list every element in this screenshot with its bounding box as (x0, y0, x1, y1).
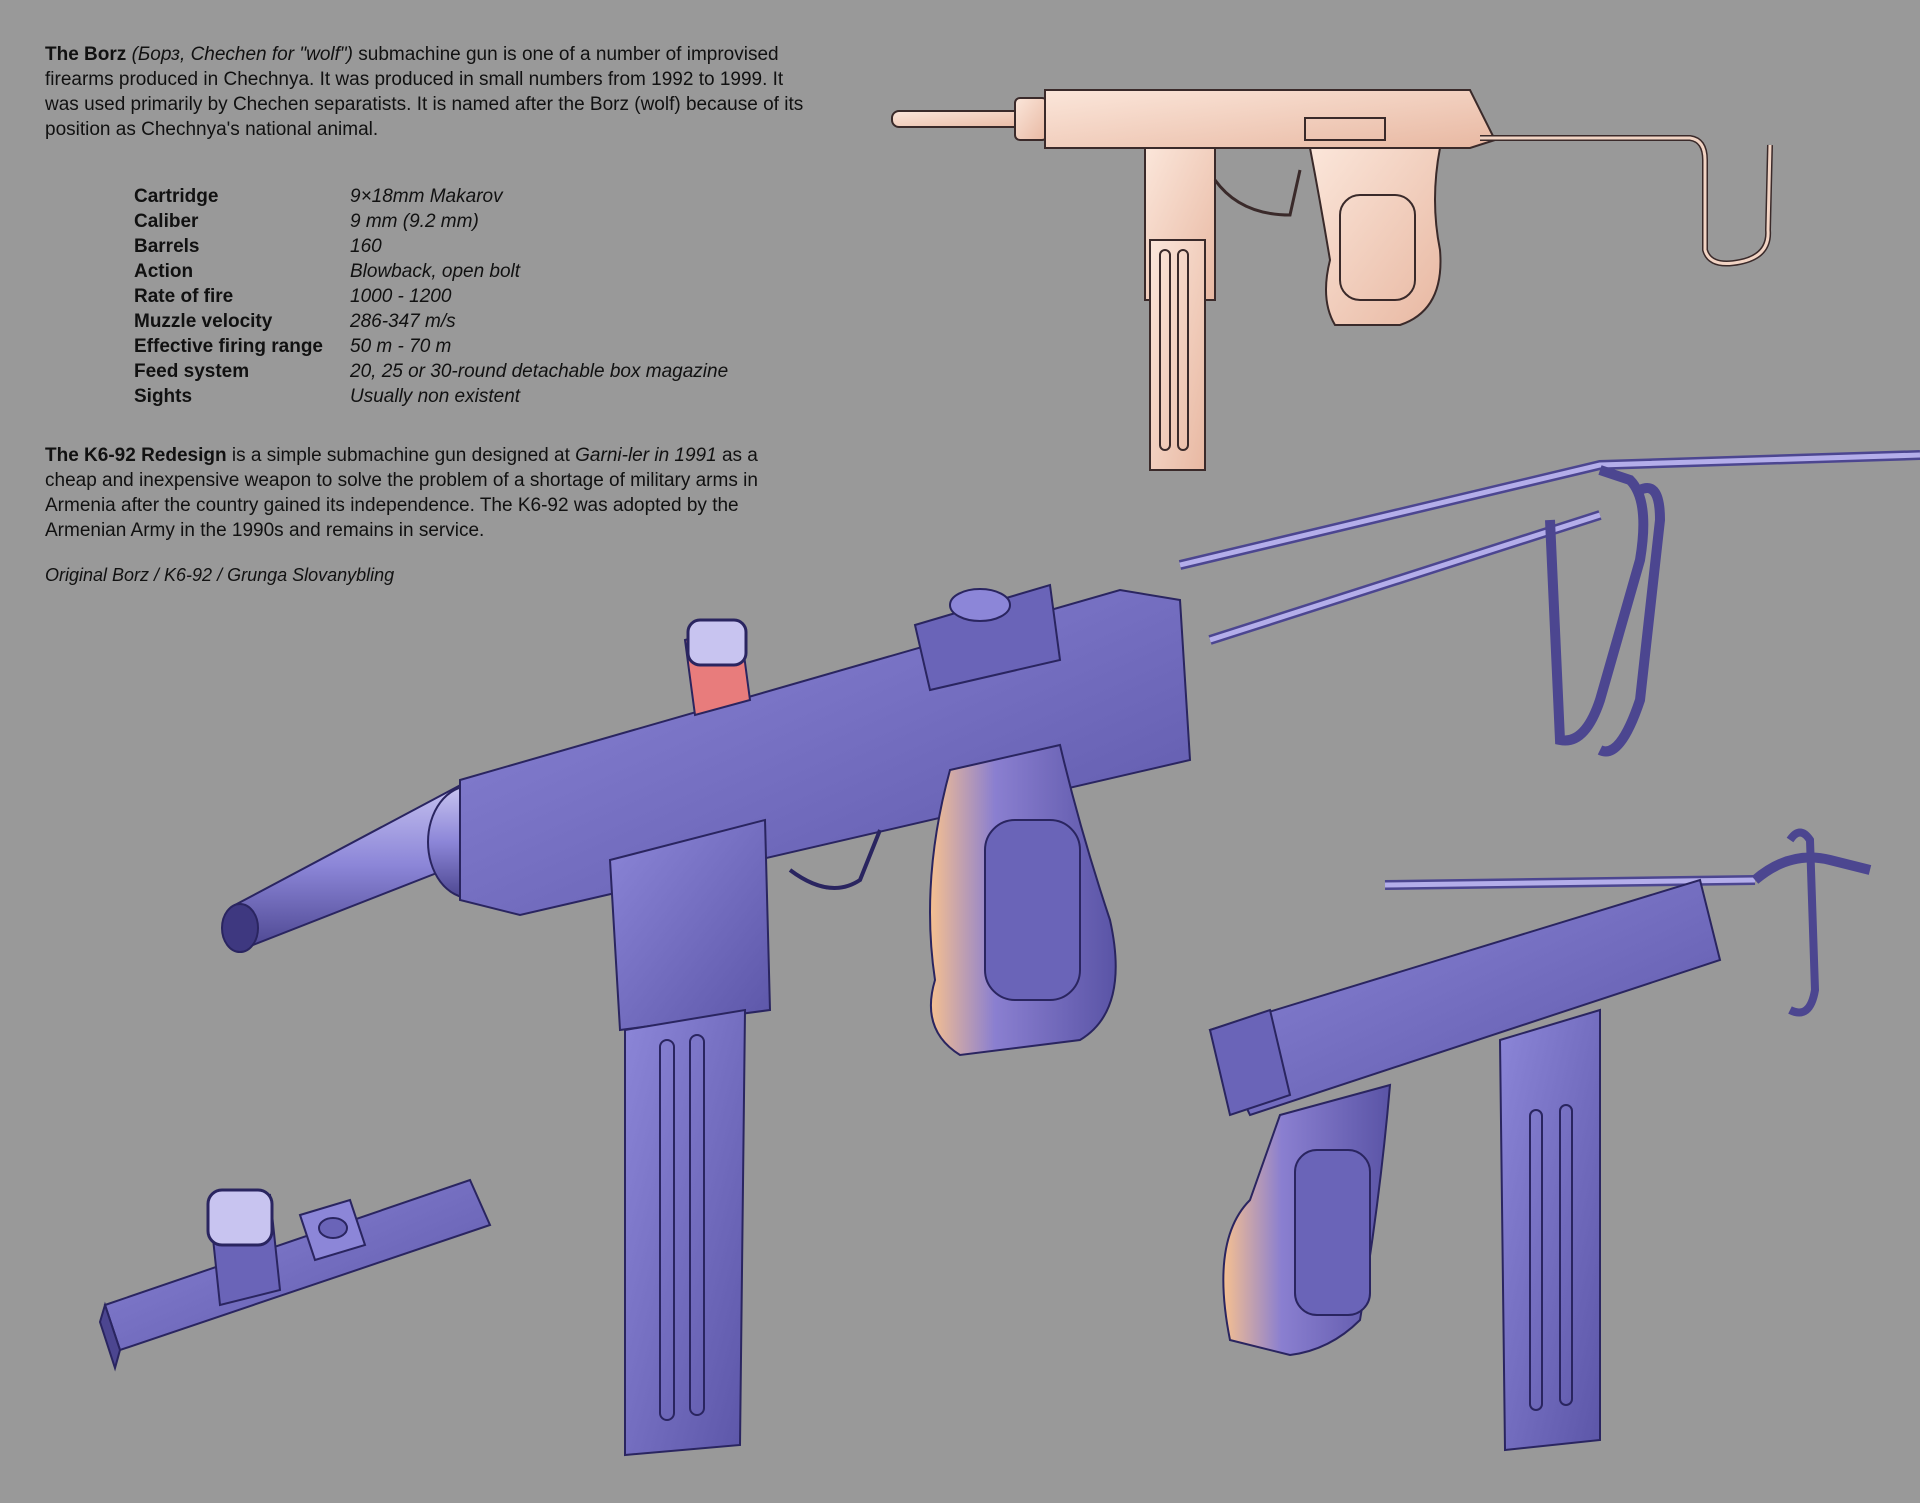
k6-text-2: as a cheap and inexpensive weapon to sol… (45, 445, 758, 541)
spec-value: Blowback, open bolt (350, 261, 521, 282)
spec-row: Caliber 9 mm (9.2 mm) (134, 209, 774, 234)
k6-place: Garni-ler (575, 445, 650, 466)
main-perspective-view (221, 450, 1920, 1457)
spec-row: Sights Usually non existent (134, 384, 774, 409)
spec-row: Cartridge 9×18mm Makarov (134, 184, 774, 209)
sight-rail-render (98, 1178, 492, 1372)
credit-line: Original Borz / K6-92 / Grunga Slovanybl… (45, 565, 395, 585)
spec-value: 286-347 m/s (350, 311, 456, 332)
spec-value: 160 (350, 236, 382, 257)
spec-value: 1000 - 1200 (350, 286, 452, 307)
spec-row: Muzzle velocity 286-347 m/s (134, 309, 774, 334)
spec-row: Feed system 20, 25 or 30-round detachable… (134, 359, 774, 384)
spec-label: Rate of fire (134, 286, 234, 307)
spec-label: Sights (134, 386, 193, 407)
spec-row: Rate of fire 1000 - 1200 (134, 284, 774, 309)
spec-label: Muzzle velocity (134, 311, 273, 332)
spec-row: Effective firing range 50 m - 70 m (134, 334, 774, 359)
spec-label: Effective firing range (134, 336, 323, 357)
k6-year: in 1991 (649, 445, 717, 466)
k6-text-1: is a simple submachine gun designed at (226, 445, 576, 466)
spec-value: 20, 25 or 30-round detachable box magazi… (350, 361, 729, 382)
spec-label: Action (134, 261, 194, 282)
spec-row: Action Blowback, open bolt (134, 259, 774, 284)
spec-label: Cartridge (134, 186, 219, 207)
intro-text: submachine gun is one of a number of imp… (45, 44, 804, 140)
intro-paragraph: The Borz (Борз, Chechen for "wolf") subm… (45, 42, 805, 142)
spec-row: Barrels 160 (134, 234, 774, 259)
spec-value: 9 mm (9.2 mm) (350, 211, 479, 232)
spec-value: 50 m - 70 m (350, 336, 452, 357)
intro-title: The Borz (45, 44, 127, 65)
top-side-view (891, 89, 1773, 471)
spec-value: 9×18mm Makarov (350, 186, 503, 207)
k6-paragraph: The K6-92 Redesign is a simple submachin… (45, 443, 805, 543)
spec-label: Barrels (134, 236, 200, 257)
intro-aside: (Борз, Chechen for "wolf") (131, 44, 353, 65)
spec-label: Feed system (134, 361, 250, 382)
right-compact-view (1208, 828, 1872, 1452)
spec-value: Usually non existent (350, 386, 521, 407)
spec-label: Caliber (134, 211, 199, 232)
k6-title: The K6-92 Redesign (45, 445, 227, 466)
